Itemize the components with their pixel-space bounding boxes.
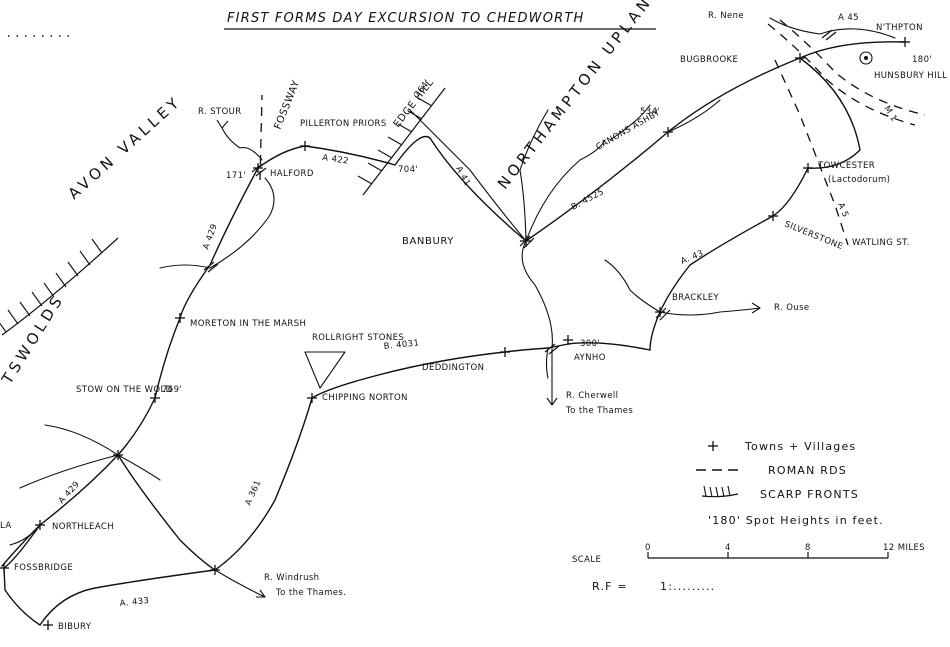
label-road-a361: A 361 bbox=[244, 479, 264, 508]
label-river-windrush: R. Windrush bbox=[264, 573, 319, 583]
label-bibury: BIBURY bbox=[58, 622, 92, 632]
label-road-a422: A 422 bbox=[322, 153, 350, 167]
label-cherwell-note: To the Thames bbox=[565, 406, 633, 416]
label-brackley: BRACKLEY bbox=[672, 293, 719, 303]
town-marker-northleach bbox=[35, 520, 45, 530]
rf-value: 1:......... bbox=[660, 580, 715, 593]
scale-tick-8: 8 bbox=[805, 543, 811, 553]
town-marker-canons-ashby bbox=[663, 127, 673, 137]
region-cotswolds: TSWOLDS bbox=[0, 290, 68, 388]
label-road-b4031: B. 4031 bbox=[383, 338, 420, 352]
map-title: FIRST FORMS DAY EXCURSION TO CHEDWORTH bbox=[227, 11, 585, 26]
label-hunsbury-hill: HUNSBURY HILL bbox=[874, 71, 947, 81]
town-marker-stow-junction bbox=[113, 450, 123, 460]
region-fossway: FOSSWAY bbox=[273, 78, 303, 131]
label-deddington: DEDDINGTON bbox=[422, 363, 484, 373]
label-moreton: MORETON IN THE MARSH bbox=[190, 319, 306, 329]
legend-scarp-label: SCARP FRONTS bbox=[760, 488, 859, 501]
height-aynho: 300' bbox=[580, 339, 600, 349]
label-aynho: AYNHO bbox=[574, 353, 606, 363]
rivers bbox=[9, 17, 896, 598]
label-windrush-note: To the Thames. bbox=[275, 588, 346, 598]
label-fossbridge: FOSSBRIDGE bbox=[14, 563, 73, 573]
town-marker-pillerton bbox=[300, 141, 310, 151]
height-canons-ashby: 534' bbox=[640, 107, 660, 117]
town-marker-halford bbox=[253, 163, 263, 173]
roman-roads bbox=[259, 19, 926, 246]
label-silverstone: SILVERSTONE bbox=[783, 220, 844, 253]
label-halford: HALFORD bbox=[270, 169, 314, 179]
town-marker-bibury bbox=[43, 620, 53, 630]
legend-spot-label: '180' Spot Heights in feet. bbox=[708, 514, 884, 527]
scale-label: SCALE bbox=[572, 555, 601, 565]
label-river-nene: R. Nene bbox=[708, 11, 744, 21]
town-marker-chipping-norton bbox=[307, 393, 317, 403]
rf-label: R.F = bbox=[592, 580, 628, 593]
label-northleach: NORTHLEACH bbox=[52, 522, 114, 532]
town-marker-brackley bbox=[655, 307, 665, 317]
town-markers bbox=[0, 37, 910, 630]
town-marker-deddington bbox=[500, 347, 510, 357]
label-river-stour: R. STOUR bbox=[198, 107, 242, 117]
edge-hill-scarp bbox=[357, 87, 446, 196]
region-watling-st: WATLING ST. bbox=[852, 238, 910, 248]
legend-scarp-symbol bbox=[701, 485, 739, 498]
town-marker-bugbrooke bbox=[795, 53, 805, 63]
region-avon-valley: AVON VALLEY bbox=[65, 92, 186, 203]
town-marker-stow bbox=[150, 393, 160, 403]
height-halford: 171' bbox=[226, 171, 246, 181]
label-nthpton: N'THPTON bbox=[876, 23, 923, 33]
bridge-marks bbox=[203, 29, 837, 355]
cotswold-scarp bbox=[0, 237, 119, 336]
town-marker-silverstone bbox=[768, 211, 778, 221]
label-road-a433: A. 433 bbox=[119, 596, 150, 609]
legend-town-symbol bbox=[708, 441, 718, 451]
label-lactodorum: (Lactodorum) bbox=[828, 175, 890, 185]
town-marker-moreton bbox=[175, 313, 185, 323]
scale-bar: SCALE 0 4 8 12 MILES R.F = 1:......... bbox=[572, 543, 925, 593]
label-river-cherwell: R. Cherwell bbox=[566, 391, 618, 401]
scale-tick-12: 12 MILES bbox=[883, 543, 925, 553]
town-marker-towcester bbox=[803, 163, 813, 173]
label-pillerton: PILLERTON PRIORS bbox=[300, 119, 387, 129]
label-bugbrooke: BUGBROOKE bbox=[680, 55, 738, 65]
label-road-a45: A 45 bbox=[838, 13, 859, 23]
label-towcester: TOWCESTER bbox=[817, 161, 875, 171]
label-rollright: ROLLRIGHT STONES bbox=[312, 333, 404, 343]
town-marker-nthpton bbox=[900, 37, 910, 47]
height-stow: 769' bbox=[162, 385, 182, 395]
label-chipping-norton: CHIPPING NORTON bbox=[322, 393, 408, 403]
town-marker-banbury bbox=[520, 235, 532, 247]
town-marker-fossbridge bbox=[0, 563, 9, 573]
label-road-a41: A 41 bbox=[453, 165, 472, 188]
scale-tick-0: 0 bbox=[645, 543, 651, 553]
label-la-fragment: LA bbox=[0, 521, 12, 531]
label-river-ouse: R. Ouse bbox=[774, 303, 810, 313]
label-banbury: BANBURY bbox=[402, 236, 454, 247]
label-road-a5: A 5 bbox=[835, 201, 850, 219]
town-marker-windrush bbox=[210, 565, 220, 575]
scale-tick-4: 4 bbox=[725, 543, 731, 553]
height-edge-hill-road: 704' bbox=[398, 165, 418, 175]
town-marker-aynho bbox=[563, 335, 573, 345]
legend-towns-label: Towns + Villages bbox=[744, 440, 856, 453]
height-hunsbury: 180' bbox=[912, 55, 932, 65]
legend: Towns + Villages ROMAN RDS SCARP FRONTS … bbox=[696, 440, 884, 527]
label-road-b4525: B. 4525 bbox=[570, 187, 606, 213]
legend-roman-label: ROMAN RDS bbox=[768, 464, 847, 477]
label-stow: STOW ON THE WOLD bbox=[76, 385, 173, 395]
label-road-a429-north: A 429 bbox=[201, 222, 220, 251]
